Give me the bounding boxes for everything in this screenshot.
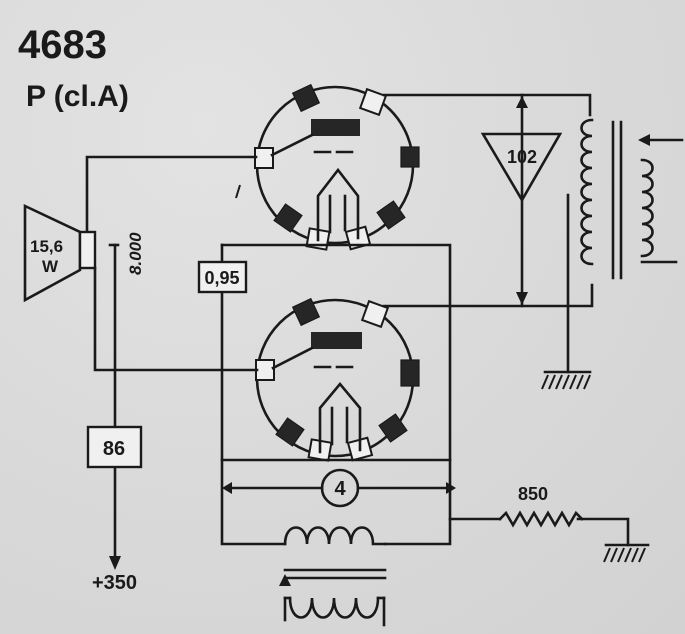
resistor-86-box bbox=[86, 425, 143, 469]
upper-tube-mark bbox=[235, 184, 241, 199]
lower-tube-pin bbox=[378, 413, 408, 443]
resistor-850-zigzag bbox=[498, 510, 584, 528]
speaker: 15,6 W 8.000 bbox=[23, 203, 145, 303]
arrow-filament-left bbox=[222, 482, 232, 494]
resistor-86-label: 86 bbox=[103, 438, 125, 460]
lower-tube-pin bbox=[275, 417, 305, 447]
ground-lower bbox=[603, 543, 650, 563]
power-transformer-arrow bbox=[279, 574, 291, 586]
lower-tube-plate bbox=[311, 332, 362, 349]
arrow-filament-right bbox=[446, 482, 456, 494]
transformer-primary-coil bbox=[580, 118, 594, 266]
upper-tube-plate-pin bbox=[358, 87, 388, 117]
upper-tube-pin bbox=[291, 83, 321, 113]
wire-850-to-ground bbox=[576, 517, 630, 547]
transformer-secondary-coil bbox=[640, 158, 654, 258]
supply-arrow bbox=[109, 556, 121, 570]
ground-upper bbox=[541, 370, 592, 390]
wire-lower-plate-to-transformer bbox=[382, 283, 594, 308]
power-transformer-primary bbox=[283, 526, 387, 546]
amplifier-102-label: 102 bbox=[507, 147, 537, 167]
speaker-power: 15,6 bbox=[30, 237, 63, 256]
transformer-input-arrow bbox=[638, 134, 650, 146]
filament-meter-circle bbox=[320, 468, 360, 508]
upper-tube-grid-pin bbox=[254, 147, 274, 169]
lower-tube-pin bbox=[291, 297, 321, 327]
lower-tube-filament bbox=[318, 381, 362, 454]
ground-lower-hatch bbox=[603, 547, 646, 563]
power-transformer-secondary bbox=[288, 596, 380, 619]
lower-tube-plate-pin bbox=[360, 299, 390, 329]
filament-meter: 4 bbox=[320, 468, 360, 508]
resistor-095: 0,95 bbox=[197, 260, 248, 294]
supply-voltage: +350 bbox=[92, 572, 137, 594]
wire-upper-grid-to-speaker bbox=[85, 155, 258, 234]
filament-meter-label: 4 bbox=[334, 478, 346, 500]
lower-tube-grid-lead bbox=[271, 346, 314, 370]
wire-left-rail bbox=[220, 290, 287, 546]
diagram-code: 4683 bbox=[18, 23, 107, 67]
resistor-850: 850 bbox=[498, 484, 584, 528]
wire-speaker-to-lower-grid bbox=[93, 266, 259, 372]
ground-upper-hatch bbox=[541, 374, 591, 390]
wire-filament-loop bbox=[220, 243, 452, 546]
upper-tube-pin bbox=[273, 203, 303, 233]
amplifier-102-triangle bbox=[480, 132, 563, 203]
upper-tube-plate bbox=[311, 119, 360, 136]
upper-tube-grid-lead bbox=[270, 133, 314, 157]
amplifier-102: 102 bbox=[480, 132, 563, 203]
resistor-850-label: 850 bbox=[518, 484, 548, 504]
speaker-power-unit: W bbox=[42, 257, 59, 276]
diagram-mode: P (cl.A) bbox=[26, 80, 129, 113]
lower-tube bbox=[255, 297, 420, 462]
resistor-095-label: 0,95 bbox=[204, 268, 239, 288]
speaker-impedance: 8.000 bbox=[126, 232, 145, 275]
output-transformer bbox=[580, 118, 684, 280]
resistor-86: 86 bbox=[86, 425, 143, 469]
upper-tube-pin bbox=[376, 200, 406, 230]
lower-tube-pin bbox=[400, 359, 420, 387]
wire-upper-plate-to-transformer bbox=[382, 93, 592, 117]
upper-tube-filament bbox=[316, 167, 360, 242]
power-transformer bbox=[279, 526, 387, 627]
resistor-095-box bbox=[197, 260, 248, 294]
speaker-coil bbox=[78, 230, 97, 270]
upper-tube-pin bbox=[400, 146, 420, 168]
lower-tube-grid-pin bbox=[255, 359, 275, 381]
speaker-cone bbox=[23, 203, 82, 303]
wiring bbox=[85, 93, 630, 570]
arrow-102-down bbox=[516, 292, 528, 305]
upper-tube bbox=[235, 83, 420, 251]
arrow-102-up bbox=[516, 96, 528, 108]
